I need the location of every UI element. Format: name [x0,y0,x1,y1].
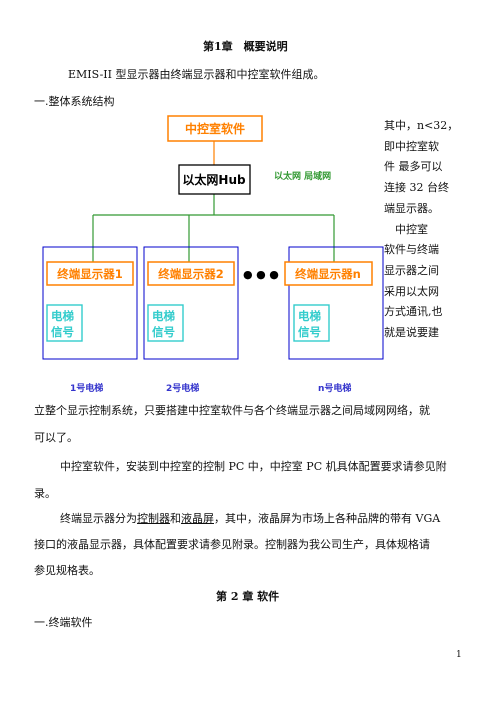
chapter2-title: 第 2 章 软件 [216,590,280,603]
center-software-label: 中控室软件 [185,121,245,136]
paragraph-terminal-line3: 参见规格表。 [34,564,100,577]
elevator-signal-1-box [46,304,83,342]
side-line: 软件与终端 [384,243,439,257]
elevator-signal-2-box [147,304,184,342]
side-line: 件 最多可以 [384,160,443,174]
ellipsis: ● ● ● [243,268,279,281]
side-line: 端显示器。 [384,201,439,215]
side-line: 连接 32 台终 [384,181,449,195]
elevator-signal-1-line1: 电梯 [51,309,74,323]
hub-label: 以太网Hub [182,172,246,187]
terminal-n-label: 终端显示器n [295,267,361,281]
elevator-signal-1-line2: 信号 [51,325,74,339]
paragraph-software-line2: 录。 [34,487,56,500]
terminal-n-box [284,261,373,286]
section-heading-terminal-software: 一.终端软件 [34,616,93,629]
center-software-box [167,115,263,142]
page-number: 1 [456,650,462,660]
elevator-signal-2-line2: 信号 [152,325,175,339]
side-line: 即中控室软 [384,139,439,153]
side-line: 中控室 [384,222,428,236]
paragraph-network-line1: 立整个显示控制系统，只要搭建中控室软件与各个终端显示器之间局域网网络，就 [34,404,430,417]
elevator-signal-n-line1: 电梯 [298,309,321,323]
side-line: 显示器之间 [384,263,439,277]
side-text-column: 其中，n<32， 即中控室软 件 最多可以 连接 32 台终 端显示器。 中控室… [384,116,462,344]
elevator-label-2: 2号电梯 [166,382,199,394]
terminal-2-label: 终端显示器2 [158,267,224,281]
lcd-term: 液晶屏 [181,512,214,525]
paragraph-terminal-line1: 终端显示器分为控制器和液晶屏，其中，液晶屏为市场上各种品牌的带有 VGA [60,512,440,526]
elevator-signal-2-line1: 电梯 [152,309,175,323]
elevator-signal-n-line2: 信号 [298,325,321,339]
side-line: 其中，n<32， [384,119,459,132]
terminal-2-box [147,261,235,286]
terminal-text-a: 终端显示器分为 [60,512,137,525]
controller-term: 控制器 [137,512,170,525]
side-line: 就是说要建 [384,326,439,340]
elevator-signal-n-box [293,304,330,342]
section-heading-system-structure: 一.整体系统结构 [34,95,115,108]
paragraph-software-line1: 中控室软件，安装到中控室的控制 PC 中，中控室 PC 机具体配置要求请参见附 [60,460,447,473]
and-text: 和 [170,512,181,525]
terminal-2-frame [143,246,239,360]
paragraph-terminal-line2: 接口的液晶显示器，具体配置要求请参见附录。控制器为我公司生产，具体规格请 [34,538,430,551]
terminal-1-box [46,261,134,286]
terminal-n-frame [288,246,384,360]
elevator-label-1: 1号电梯 [70,382,103,394]
hub-box [178,164,251,195]
side-line: 采用以太网 [384,284,439,298]
side-line: 方式通讯,也 [384,305,443,319]
chapter-title: 第1章 概要说明 [203,40,288,53]
terminal-1-label: 终端显示器1 [57,267,123,281]
elevator-label-n: n号电梯 [318,382,351,394]
terminal-text-b: ，其中，液晶屏为市场上各种品牌的带有 VGA [214,512,441,525]
paragraph-network-line2: 可以了。 [34,431,78,444]
network-label: 以太网 局域网 [274,170,331,182]
intro-text: EMIS-II 型显示器由终端显示器和中控室软件组成。 [68,68,325,81]
terminal-1-frame [42,246,138,360]
